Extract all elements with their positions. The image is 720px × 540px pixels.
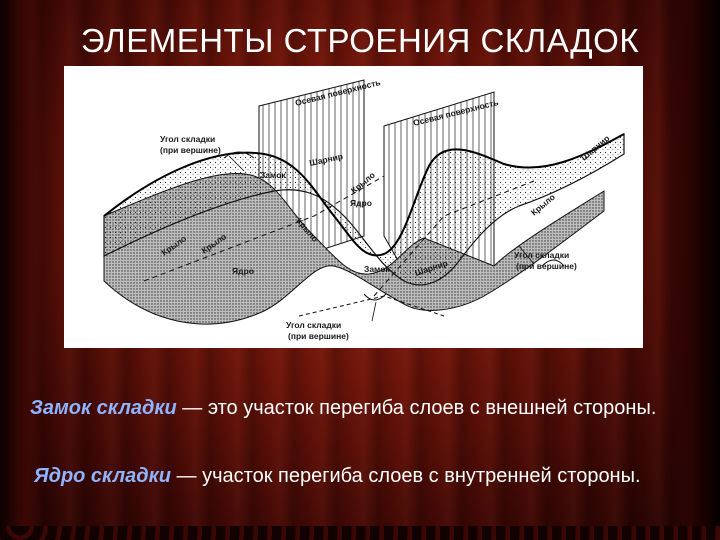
curtain-right-decoration: [660, 0, 720, 540]
label-angle-bottom-2: (при вершине): [288, 331, 349, 341]
definition-core: Ядро складки — участок перегиба слоев с …: [34, 462, 694, 491]
label-core-bottom: Ядро: [232, 266, 254, 276]
label-angle-top-2: (при вершине): [160, 145, 221, 155]
label-core-top: Ядро: [350, 198, 372, 208]
slide-title: ЭЛЕМЕНТЫ СТРОЕНИЯ СКЛАДОК: [0, 22, 720, 60]
label-angle-right-2: (при вершине): [516, 261, 577, 271]
label-angle-right-1: Угол складки: [514, 250, 569, 260]
label-angle-top-1: Угол складки: [160, 134, 215, 144]
fold-diagram-svg: Осевая поверхность Осевая поверхность Уг…: [64, 66, 643, 348]
curtain-left-decoration: [0, 0, 44, 540]
label-hinge-bottom: Замок: [364, 264, 390, 274]
fold-diagram: Осевая поверхность Осевая поверхность Уг…: [64, 66, 643, 348]
label-angle-bottom-1: Угол складки: [286, 320, 341, 330]
definition-dash: —: [177, 397, 208, 419]
definition-term: Ядро складки: [34, 465, 171, 487]
definition-hinge: Замок складки — это участок перегиба сло…: [30, 394, 690, 423]
definition-text: это участок перегиба слоев с внешней сто…: [208, 397, 657, 419]
leader-line: [372, 302, 376, 321]
definition-text: участок перегиба слоев с внутренней стор…: [202, 465, 640, 487]
definition-dash: —: [171, 465, 202, 487]
definition-term: Замок складки: [30, 397, 177, 419]
label-hinge-top: Замок: [260, 170, 286, 180]
curtain-fringe-decoration: [0, 526, 720, 540]
